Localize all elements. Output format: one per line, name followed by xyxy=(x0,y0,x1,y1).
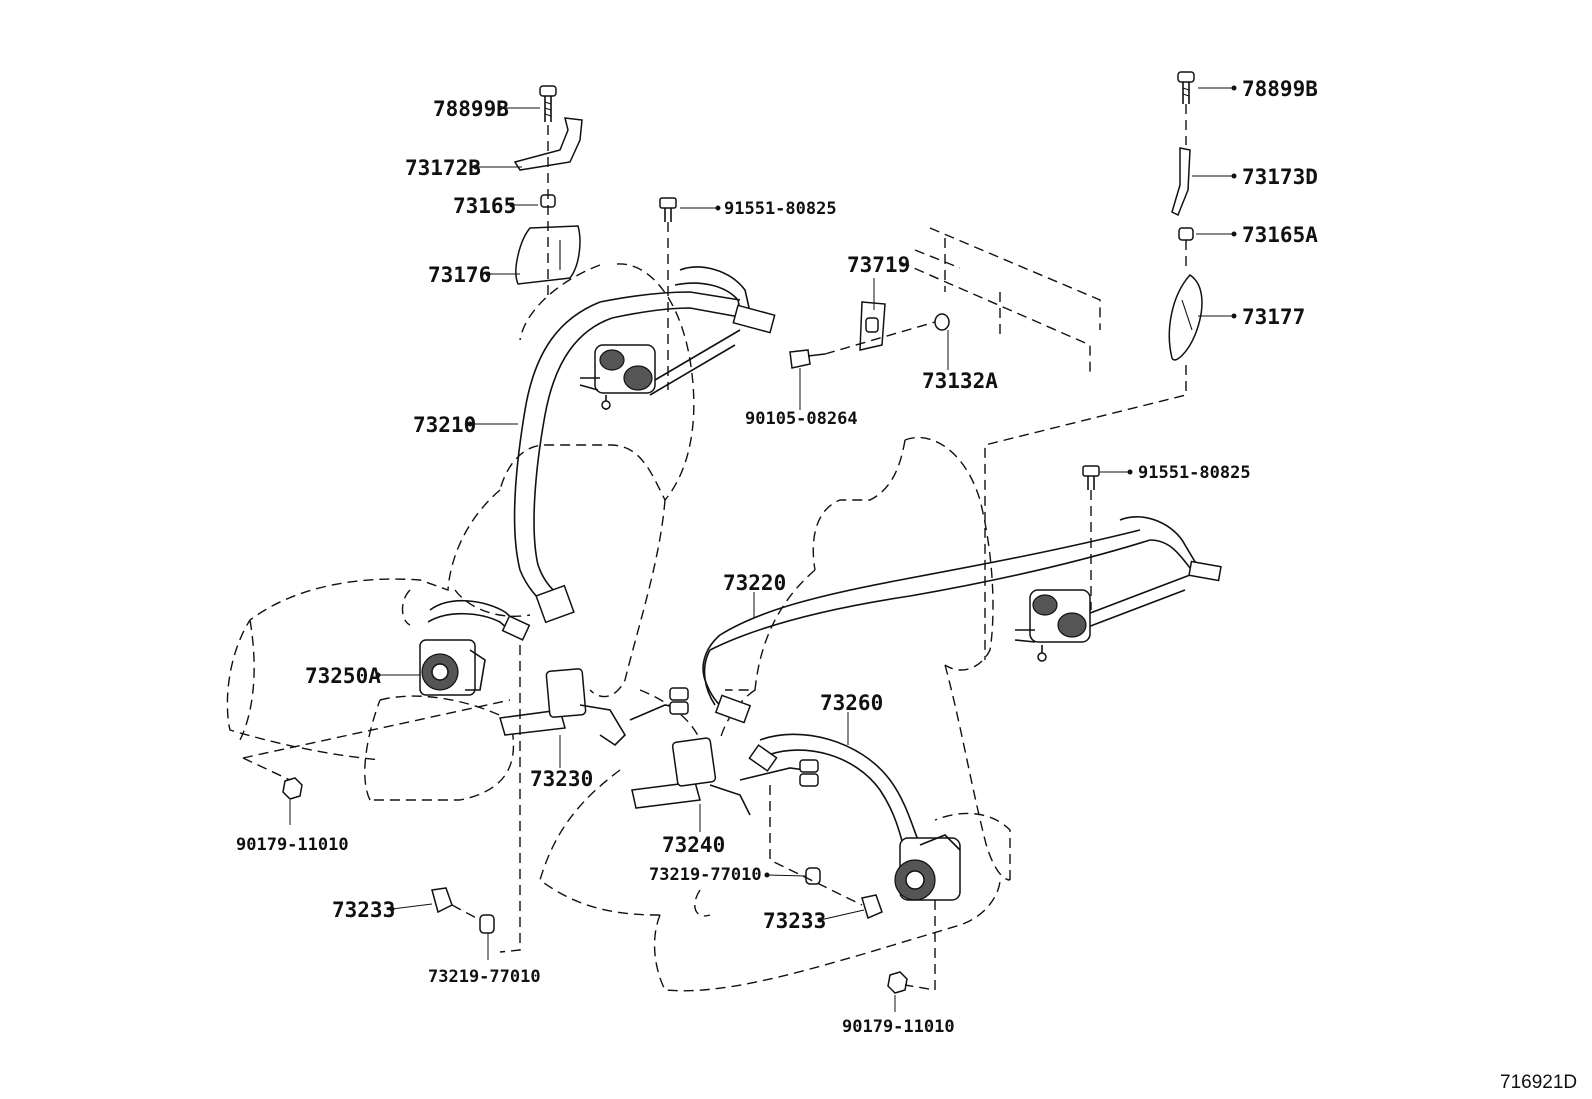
clip-73233-right xyxy=(861,894,883,920)
callout-labels: 78899B 73172B 73165 73176 91551-80825 73… xyxy=(236,77,1318,1037)
callout-91551-80825-right: 91551-80825 xyxy=(1138,463,1251,483)
callout-73240: 73240 xyxy=(662,833,725,857)
callout-73210: 73210 xyxy=(413,413,476,437)
callout-73233-left: 73233 xyxy=(332,898,395,922)
clip-dash-guide-right xyxy=(769,785,863,906)
leader-dots xyxy=(375,85,1237,923)
callout-73230: 73230 xyxy=(530,767,593,791)
nut-73165a xyxy=(1178,227,1194,241)
callout-73172b: 73172B xyxy=(405,156,481,180)
callout-73233-right: 73233 xyxy=(763,909,826,933)
garnish-73177 xyxy=(1168,274,1203,361)
callout-73165: 73165 xyxy=(453,194,516,218)
right-seat-outline xyxy=(539,436,1011,992)
callout-90179-11010-right: 90179-11010 xyxy=(842,1017,955,1037)
callout-73177: 73177 xyxy=(1242,305,1305,329)
left-lap-belt xyxy=(419,599,531,696)
left-anchor-dash-guide xyxy=(499,645,521,953)
callout-73176: 73176 xyxy=(428,263,491,287)
callout-73219-77010-left: 73219-77010 xyxy=(428,967,541,987)
nut-90179-right xyxy=(887,971,908,994)
clip-73233-left xyxy=(431,887,453,914)
callout-91551-80825-left: 91551-80825 xyxy=(724,199,837,219)
right-nut-dash-guide xyxy=(904,900,936,991)
callout-73719: 73719 xyxy=(847,253,910,277)
bolt-90105 xyxy=(789,349,826,369)
callout-78899b-right: 78899B xyxy=(1242,77,1318,101)
callout-73220: 73220 xyxy=(723,571,786,595)
callout-90105-08264: 90105-08264 xyxy=(745,409,858,429)
bolt-91551-right xyxy=(1082,465,1100,490)
left-belt-webbing xyxy=(513,291,746,624)
left-retractor-upper xyxy=(579,344,656,410)
callout-78899b-left: 78899B xyxy=(433,97,509,121)
leader-lines xyxy=(289,87,1234,1012)
callout-90179-11010-left: 90179-11010 xyxy=(236,835,349,855)
callout-73260: 73260 xyxy=(820,691,883,715)
left-lap-dash-guide xyxy=(242,699,511,759)
buckle-73240 xyxy=(631,737,819,816)
callout-73250a: 73250A xyxy=(305,664,381,688)
left-shoulder-anchor xyxy=(649,266,776,396)
callout-73173d: 73173D xyxy=(1242,165,1318,189)
bolt-91551-left xyxy=(659,197,677,222)
washer-73132a xyxy=(934,313,950,331)
left-nut-dash-guide xyxy=(242,757,291,781)
cover-73172b xyxy=(513,117,583,171)
callout-73219-77010-right: 73219-77010 xyxy=(649,865,762,885)
right-lap-belt xyxy=(748,733,961,901)
bolt-78899b-right xyxy=(1177,71,1195,104)
cover-73173d xyxy=(1171,147,1191,217)
right-garnish-dash-guide xyxy=(984,365,1187,660)
left-belt-anchor-plate xyxy=(535,584,575,624)
buckle-73230 xyxy=(499,668,689,747)
bolt-78899b-left xyxy=(539,85,557,122)
bolt-73219-right xyxy=(805,867,821,885)
right-belt-webbing xyxy=(702,516,1222,724)
right-retractor-upper xyxy=(1014,589,1091,662)
bracket-dash-guide xyxy=(824,321,936,355)
diagram-reference-code: 716921D xyxy=(1500,1072,1577,1093)
callout-73165a: 73165A xyxy=(1242,223,1318,247)
nut-90179-left xyxy=(282,777,303,800)
bolt-73219-left xyxy=(479,914,495,934)
callout-73132a: 73132A xyxy=(922,369,998,393)
body-panel-outline xyxy=(899,227,1101,372)
clip-dash-guide-left xyxy=(451,904,481,921)
